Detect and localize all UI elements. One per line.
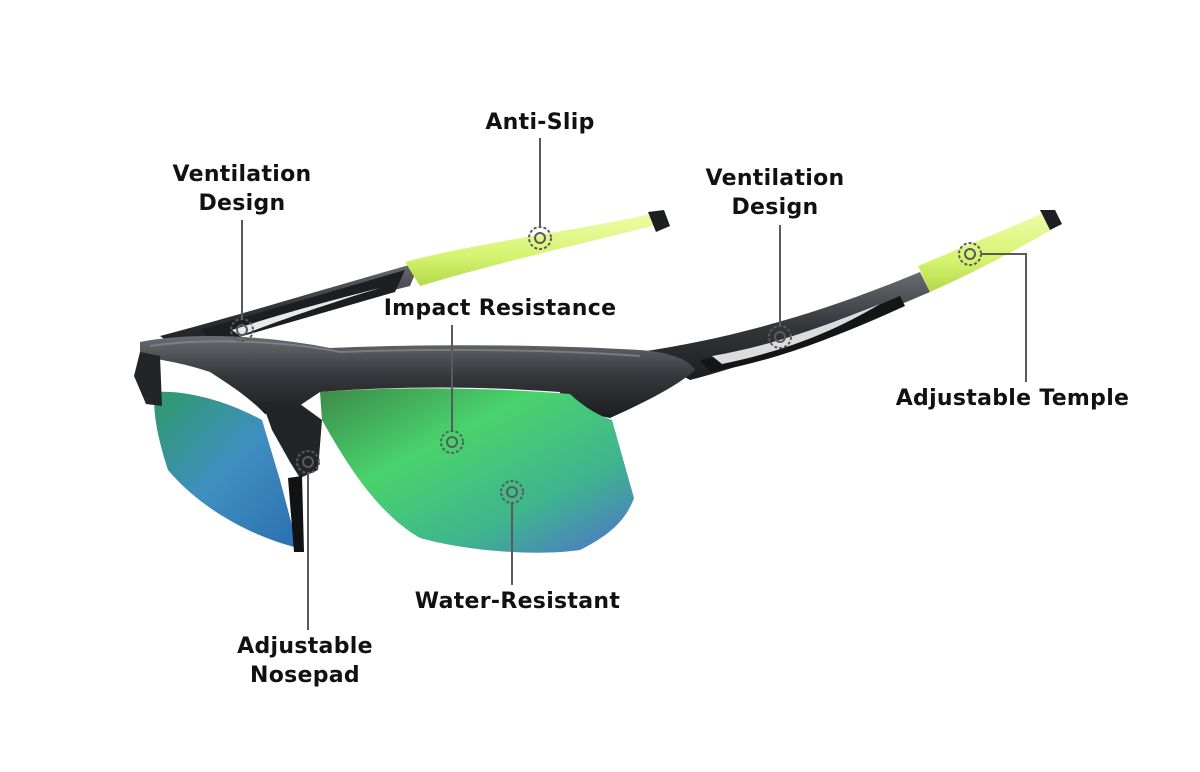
leader-adjustable-temple bbox=[981, 253, 1027, 382]
callout-ventilation-left-line1: Ventilation bbox=[172, 162, 312, 187]
frame-brow bbox=[140, 335, 695, 418]
left-temple-arm bbox=[160, 210, 670, 350]
callout-water-resistant-line1: Water-Resistant bbox=[414, 589, 621, 614]
left-lens bbox=[154, 391, 298, 548]
callout-adjustable-temple: Adjustable Temple bbox=[880, 384, 1145, 413]
leader-lines bbox=[241, 138, 1027, 630]
callout-impact-resistance-line1: Impact Resistance bbox=[383, 296, 617, 321]
callout-anti-slip: Anti-Slip bbox=[440, 108, 640, 137]
callout-adjustable-temple-line1: Adjustable Temple bbox=[895, 386, 1130, 411]
callout-ventilation-left-line2: Design bbox=[198, 191, 286, 216]
callout-ventilation-right-line2: Design bbox=[731, 195, 819, 220]
nose-bridge bbox=[262, 402, 322, 552]
right-temple-arm bbox=[640, 210, 1062, 380]
callout-ventilation-right: Ventilation Design bbox=[675, 164, 875, 222]
left-hinge bbox=[134, 352, 162, 406]
callout-impact-resistance: Impact Resistance bbox=[350, 294, 650, 323]
callout-ventilation-left: Ventilation Design bbox=[142, 160, 342, 218]
callout-anti-slip-line1: Anti-Slip bbox=[485, 110, 595, 135]
callout-adjustable-nosepad-line2: Nosepad bbox=[250, 663, 360, 688]
callout-ventilation-right-line1: Ventilation bbox=[705, 166, 845, 191]
callout-adjustable-nosepad-line1: Adjustable bbox=[237, 634, 373, 659]
right-lens bbox=[320, 388, 634, 553]
callout-water-resistant: Water-Resistant bbox=[400, 587, 635, 616]
callout-adjustable-nosepad: Adjustable Nosepad bbox=[205, 632, 405, 690]
